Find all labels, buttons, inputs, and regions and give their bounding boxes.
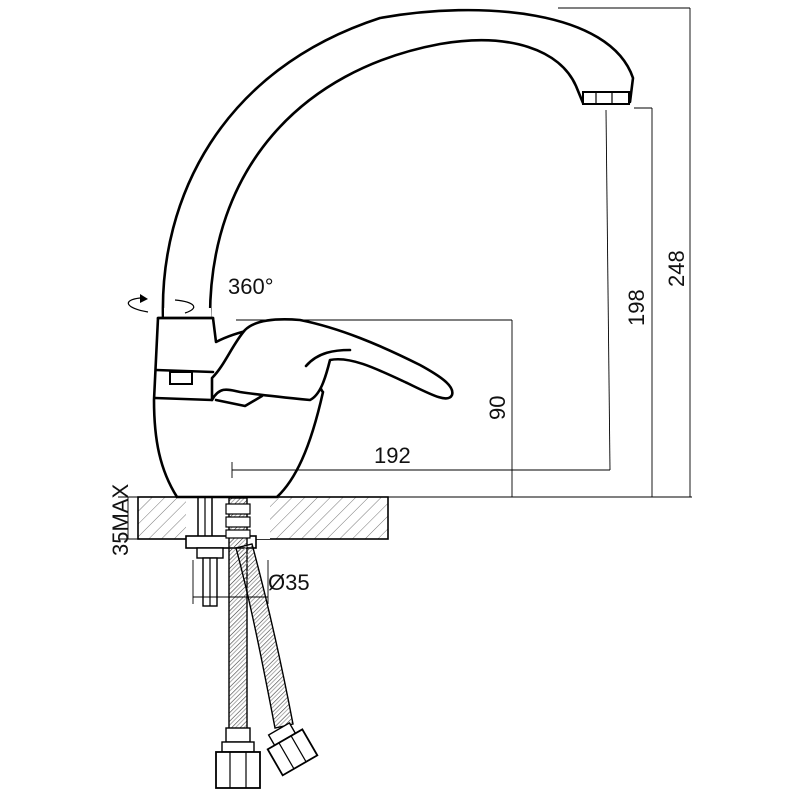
total-height-label: 248: [664, 250, 689, 287]
reach-label: 192: [374, 443, 411, 468]
max-thickness-label: 35MAX: [108, 484, 133, 556]
flexible-hoses: [215, 497, 319, 789]
hole-diameter-label: Ø35: [268, 570, 310, 595]
lever-handle: [210, 318, 454, 402]
aerator: [582, 91, 630, 105]
handle-height-label: 90: [485, 396, 510, 420]
spout: [161, 8, 635, 319]
rotation-arrow-icon: [127, 294, 195, 314]
rotation-label: 360°: [228, 274, 274, 299]
spout-height-label: 198: [624, 289, 649, 326]
dimension-lines: [118, 7, 692, 604]
countertop-section: [137, 496, 389, 540]
